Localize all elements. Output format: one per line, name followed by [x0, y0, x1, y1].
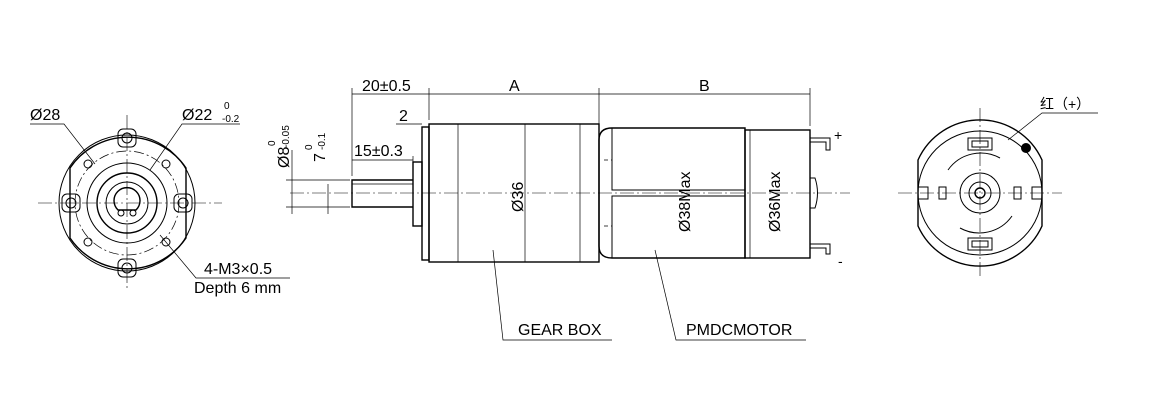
rear-bearing-circle: [959, 172, 1001, 214]
dim-a-label: A: [509, 78, 520, 95]
terminal-positive: [810, 137, 831, 151]
flat-dim-label: 7: [312, 153, 329, 162]
rear-clip-right: [1031, 186, 1043, 200]
front-flange-outline: [69, 136, 187, 270]
mounting-hole-bottom-inner: [121, 262, 133, 274]
gearbox-boss: [412, 161, 423, 227]
mounting-hole-right-inner: [177, 197, 189, 209]
front-pin-left: [117, 209, 125, 217]
front-boss-circle: [96, 172, 158, 234]
rear-bearing-boss: [810, 177, 818, 209]
flat-tol-lower: -0.1: [317, 132, 328, 150]
mounting-holes: [61, 128, 193, 278]
minus-sign: -: [838, 253, 843, 269]
rear-view: 红（+）: [898, 96, 1098, 278]
mounting-hole-bottom: [117, 258, 137, 278]
tapped-hole-sw: [83, 237, 93, 247]
shaft-length-label: 20±0.5: [362, 78, 411, 95]
flat-length-label: 15±0.3: [354, 143, 403, 160]
gearbox-flange-plate: [421, 126, 430, 261]
tapped-hole-se: [161, 237, 171, 247]
mounting-hole-left: [61, 193, 81, 213]
pilot-dia-label: Ø22: [182, 107, 212, 124]
motor-dia-label: Ø38Max: [677, 172, 694, 232]
outer-dia-label: Ø28: [30, 107, 60, 124]
front-bolt-circle: [74, 150, 180, 256]
dim-b-label: B: [699, 78, 710, 95]
front-pin-right: [129, 209, 137, 217]
mounting-hole-left-inner: [65, 197, 77, 209]
rear-bearing-inner: [968, 181, 992, 205]
motor-label: PMDCMOTOR: [686, 322, 792, 339]
thread-depth-label: Depth 6 mm: [194, 280, 281, 297]
rear-brush-arc-lower: [959, 215, 1013, 234]
mounting-hole-top-inner: [121, 132, 133, 144]
mounting-hole-right: [173, 193, 193, 213]
pilot-dia-leader: [149, 123, 240, 171]
thread-spec-label: 4-M3×0.5: [204, 261, 272, 278]
rear-terminal-positive: [967, 137, 993, 151]
front-pilot-circle: [86, 162, 168, 244]
rear-terminal-negative: [967, 237, 993, 251]
rear-shaft-end: [974, 187, 986, 199]
mounting-hole-top: [117, 128, 137, 148]
rear-housing-outline: [917, 119, 1043, 267]
rear-tab-right: [1013, 186, 1022, 200]
terminal-negative: [810, 243, 831, 255]
shaft-dia-label: Ø8: [276, 147, 293, 168]
gearbox-dia-label: Ø36: [510, 182, 527, 212]
motor-end-cap: [744, 129, 811, 259]
shaft-tol-lower: -0.05: [281, 125, 292, 148]
rear-terminal-negative-slot: [971, 240, 989, 248]
outer-dia-leader: [30, 123, 96, 165]
plus-sign: +: [834, 127, 842, 143]
rear-brush-arc-upper: [947, 152, 1001, 171]
motor-leader: [654, 249, 806, 341]
tapped-hole-ne: [161, 159, 171, 169]
positive-marker-dot: [1021, 143, 1031, 153]
shaft-tol-upper: 0: [267, 140, 278, 146]
front-outer-circle: [58, 134, 196, 272]
gearbox-leader: [492, 249, 612, 341]
side-view: + - 20±0.5 A B 2 15±0.3 Ø8 0 -0.05 7 0 -…: [267, 78, 850, 341]
pilot-tol-upper: 0: [224, 101, 230, 112]
terminal-label: 红（+）: [1040, 96, 1090, 112]
output-shaft: [351, 179, 413, 208]
rear-terminal-positive-slot: [971, 140, 989, 148]
flat-tol-upper: 0: [304, 144, 315, 150]
rear-tab-left: [938, 186, 947, 200]
tapped-hole-nw: [83, 159, 93, 169]
boss-length-label: 2: [399, 108, 408, 125]
terminal-leader: [1007, 112, 1098, 141]
front-hub-circle: [105, 181, 149, 225]
front-view: Ø28 Ø22 0 -0.2 4-M3×0.5 Depth 6 mm: [30, 101, 290, 297]
pilot-tol-lower: -0.2: [222, 114, 240, 125]
gearbox-label: GEAR BOX: [518, 322, 602, 339]
rear-clip-left: [917, 186, 929, 200]
front-shaft: [113, 187, 141, 211]
endcap-dia-label: Ø36Max: [767, 172, 784, 232]
thread-leader: [159, 234, 290, 279]
